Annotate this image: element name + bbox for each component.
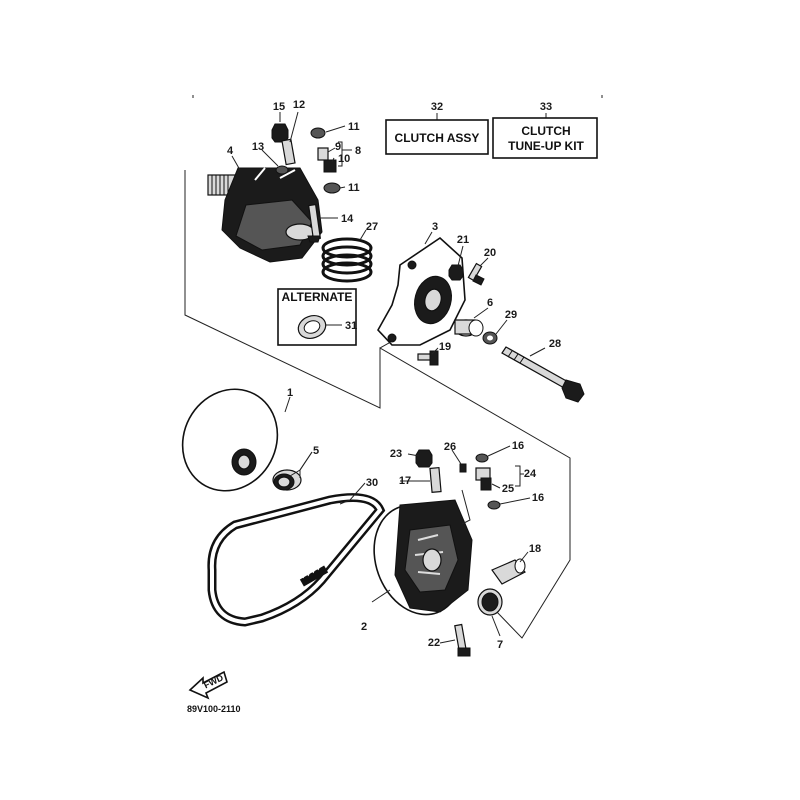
callout-3: 3	[432, 221, 438, 233]
forward-arrow-icon: FWD	[188, 670, 228, 700]
callout-31: 31	[345, 320, 357, 332]
tune-up-kit-label-line2: TUNE-UP KIT	[508, 139, 584, 153]
callout-33: 33	[540, 101, 552, 113]
callout-27: 27	[366, 221, 378, 233]
callout-16-top: 16	[512, 440, 524, 452]
long-bolt-part-28	[501, 346, 585, 403]
corner-marks	[192, 95, 603, 98]
callout-8: 8	[355, 145, 361, 157]
callout-11-bottom: 11	[348, 182, 360, 194]
callout-11-top: 11	[348, 121, 360, 133]
callout-7: 7	[497, 639, 503, 651]
clutch-assy-box: CLUTCH ASSY 32	[385, 101, 489, 155]
callout-14: 14	[341, 213, 354, 225]
callout-4: 4	[227, 145, 234, 157]
driven-pulley-part-2	[373, 499, 473, 616]
callout-28: 28	[549, 338, 561, 350]
callout-25: 25	[502, 483, 514, 495]
callout-23: 23	[390, 448, 402, 460]
clutch-cover-part-3	[377, 236, 466, 346]
leader-lines	[231, 111, 546, 644]
callout-labels: 15 12 13 4 11 9 10 8 11 14 27 3 21 20 6 …	[227, 99, 561, 651]
callout-20: 20	[484, 247, 496, 259]
spring-part-27	[321, 237, 373, 283]
callout-13: 13	[252, 141, 264, 153]
callout-15: 15	[273, 101, 285, 113]
small-hardware-top	[271, 123, 341, 243]
callout-5: 5	[313, 445, 319, 457]
callout-16-bottom: 16	[532, 492, 544, 504]
spider-hub-part-4	[207, 167, 323, 263]
cover-hardware	[417, 262, 498, 366]
tune-up-kit-label-line1: CLUTCH	[521, 124, 570, 138]
callout-24: 24	[524, 468, 537, 480]
callout-10: 10	[338, 153, 350, 165]
lower-hardware	[415, 449, 526, 657]
callout-32: 32	[431, 101, 443, 113]
callout-19: 19	[439, 341, 451, 353]
callout-2: 2	[361, 621, 367, 633]
callout-6: 6	[487, 297, 493, 309]
diagram-part-number: 89V100-2110	[187, 704, 241, 714]
callout-29: 29	[505, 309, 517, 321]
drive-belt-part-30	[207, 493, 386, 627]
movable-sheave-part-1	[181, 388, 279, 492]
callout-1: 1	[287, 387, 293, 399]
alternate-box: ALTERNATE 31	[277, 288, 357, 346]
callout-30: 30	[366, 477, 378, 489]
clutch-tune-up-kit-box: CLUTCH TUNE-UP KIT 33	[492, 101, 598, 159]
callout-18: 18	[529, 543, 541, 555]
callout-17: 17	[399, 475, 411, 487]
callout-22: 22	[428, 637, 440, 649]
bushing-part-5	[272, 469, 302, 491]
callout-26: 26	[444, 441, 456, 453]
callout-21: 21	[457, 234, 469, 246]
callout-9: 9	[335, 141, 341, 153]
alternate-label: ALTERNATE	[282, 290, 353, 304]
clutch-assy-label: CLUTCH ASSY	[395, 131, 480, 145]
callout-12: 12	[293, 99, 305, 111]
